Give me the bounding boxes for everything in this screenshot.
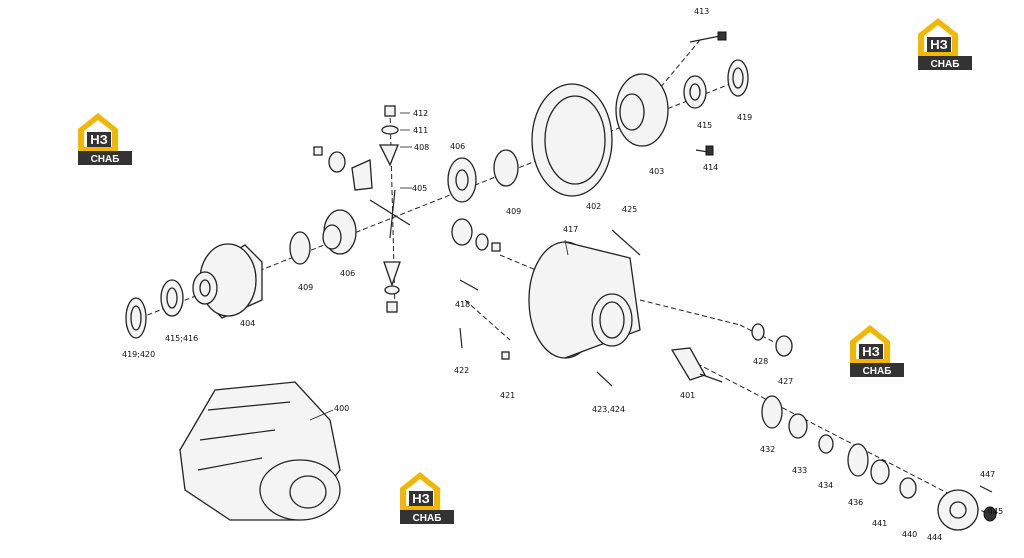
label-447: 447 bbox=[980, 470, 995, 479]
bolt-413 bbox=[689, 31, 727, 43]
bearing-cone-415-416 bbox=[160, 279, 184, 317]
assembled-differential-400 bbox=[179, 381, 341, 521]
washer-411 bbox=[381, 125, 399, 135]
drive-pinion-401 bbox=[670, 347, 723, 383]
bushing-small bbox=[491, 242, 501, 252]
label-402: 402 bbox=[586, 202, 601, 211]
seal-441 bbox=[870, 459, 890, 485]
washer-small bbox=[475, 233, 489, 251]
brand-logo: НЗ СНАБ bbox=[400, 472, 454, 524]
label-428: 428 bbox=[753, 357, 768, 366]
brand-logo: НЗ СНАБ bbox=[78, 113, 132, 165]
plug-427 bbox=[775, 335, 793, 357]
side-gear-406 bbox=[322, 209, 357, 255]
bearing-419 bbox=[727, 59, 749, 97]
case-half-403 bbox=[615, 73, 669, 147]
svg-text:СНАБ: СНАБ bbox=[413, 513, 442, 524]
label-413: 413 bbox=[694, 7, 709, 16]
svg-text:НЗ: НЗ bbox=[862, 344, 880, 359]
label-418: 418 bbox=[455, 300, 470, 309]
svg-text:НЗ: НЗ bbox=[930, 37, 948, 52]
ring-428 bbox=[751, 323, 765, 341]
svg-text:СНАБ: СНАБ bbox=[931, 59, 960, 70]
label-421: 421 bbox=[500, 391, 515, 400]
label-440: 440 bbox=[902, 530, 917, 539]
bolt-425 bbox=[611, 229, 641, 256]
svg-text:СНАБ: СНАБ bbox=[863, 366, 892, 377]
pin-447 bbox=[979, 485, 993, 493]
bushing-small-left bbox=[313, 146, 323, 156]
label-411: 411 bbox=[413, 126, 428, 135]
label-409-lower: 409 bbox=[298, 283, 313, 292]
flange-444 bbox=[937, 489, 979, 531]
bearing-432 bbox=[761, 395, 783, 429]
pinion-gear-lower bbox=[383, 261, 401, 287]
svg-text:НЗ: НЗ bbox=[90, 132, 108, 147]
label-445: 445 bbox=[988, 507, 1003, 516]
bushing-lower bbox=[386, 301, 398, 313]
label-409-upper: 409 bbox=[506, 207, 521, 216]
pinion-gear-408 bbox=[378, 144, 399, 167]
carrier-housing-417 bbox=[528, 241, 641, 359]
bolt-422 bbox=[459, 327, 463, 349]
bushing-412 bbox=[384, 105, 396, 117]
pinion-gear-upper bbox=[351, 159, 373, 191]
washer-lower bbox=[384, 285, 400, 295]
bolt-418 bbox=[459, 279, 479, 291]
label-422: 422 bbox=[454, 366, 469, 375]
bolt-423-424 bbox=[596, 371, 613, 387]
label-436: 436 bbox=[848, 498, 863, 507]
label-434: 434 bbox=[818, 481, 833, 490]
thrust-washer-409-upper bbox=[493, 149, 519, 187]
label-441: 441 bbox=[872, 519, 887, 528]
brand-logo: НЗ СНАБ bbox=[918, 18, 972, 70]
bearing-415 bbox=[683, 75, 707, 109]
label-415: 415 bbox=[697, 121, 712, 130]
ring-gear-402 bbox=[531, 83, 613, 197]
differential-case-404 bbox=[192, 243, 263, 319]
part-labels: 400 401 402 403 404 405 406 406 408 409 … bbox=[122, 7, 1003, 542]
bolt-414 bbox=[695, 145, 714, 156]
label-419: 419 bbox=[737, 113, 752, 122]
shim-434 bbox=[818, 434, 834, 454]
label-403: 403 bbox=[649, 167, 664, 176]
spacer-433 bbox=[788, 413, 808, 439]
label-444: 444 bbox=[927, 533, 942, 542]
washer-small-left bbox=[328, 151, 346, 173]
label-414: 414 bbox=[703, 163, 718, 172]
label-432: 432 bbox=[760, 445, 775, 454]
washer-440 bbox=[899, 477, 917, 499]
label-404: 404 bbox=[240, 319, 255, 328]
label-423-424: 423,424 bbox=[592, 405, 625, 414]
label-415-416: 415;416 bbox=[165, 334, 198, 343]
spider-cross-405 bbox=[369, 189, 411, 239]
label-405: 405 bbox=[412, 184, 427, 193]
bearing-436 bbox=[847, 443, 869, 477]
label-406-upper: 406 bbox=[450, 142, 465, 151]
svg-text:СНАБ: СНАБ bbox=[91, 154, 120, 165]
label-412: 412 bbox=[413, 109, 428, 118]
brand-logo: НЗ СНАБ bbox=[850, 325, 904, 377]
bearing-cup-419-420 bbox=[125, 297, 147, 339]
side-gear-406-upper bbox=[447, 157, 477, 203]
thrust-washer-409 bbox=[289, 231, 311, 265]
label-419-420: 419;420 bbox=[122, 350, 155, 359]
label-406-lower: 406 bbox=[340, 269, 355, 278]
dowel-421 bbox=[501, 351, 510, 360]
nut-445 bbox=[983, 506, 997, 522]
label-427: 427 bbox=[778, 377, 793, 386]
label-425: 425 bbox=[622, 205, 637, 214]
side-gear-small bbox=[451, 218, 473, 246]
label-408: 408 bbox=[414, 143, 429, 152]
label-417: 417 bbox=[563, 225, 578, 234]
leader-lines bbox=[309, 112, 569, 421]
label-400: 400 bbox=[334, 404, 349, 413]
label-433: 433 bbox=[792, 466, 807, 475]
label-401: 401 bbox=[680, 391, 695, 400]
svg-text:НЗ: НЗ bbox=[412, 491, 430, 506]
